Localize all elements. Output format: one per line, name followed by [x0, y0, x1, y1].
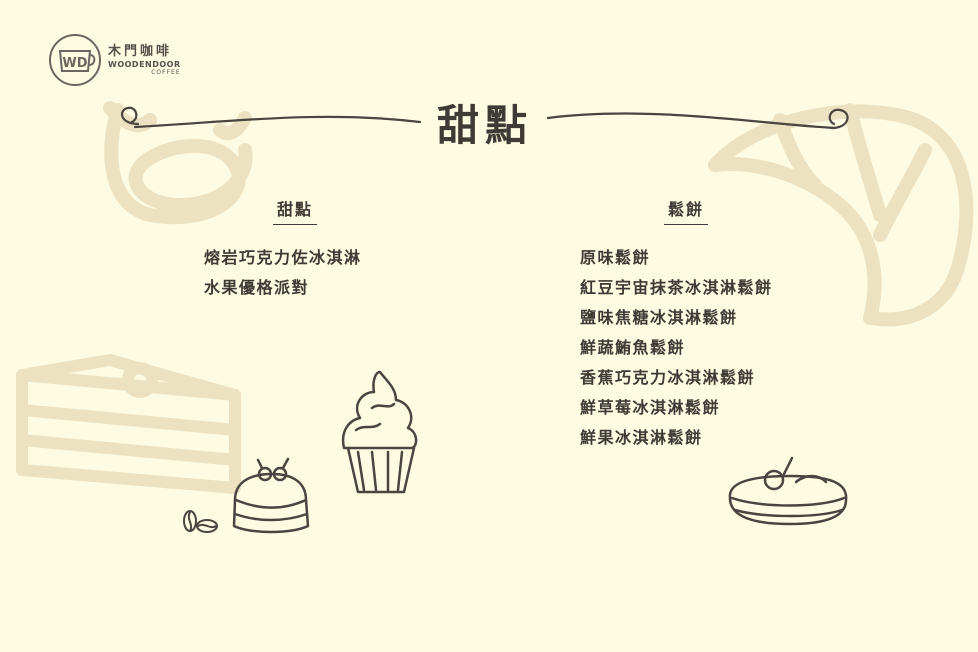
menu-item: 鹽味焦糖冰淇淋鬆餅 — [580, 308, 738, 327]
croissant-icon — [708, 103, 974, 327]
right-swash-icon — [546, 108, 849, 130]
cupcake-icon — [341, 370, 418, 494]
left-swash-icon — [120, 106, 422, 129]
section-waffles: 鬆餅 — [646, 196, 726, 225]
coffee-beans-icon — [183, 510, 218, 533]
menu-item: 鮮蔬鮪魚鬆餅 — [580, 338, 686, 357]
brand-name-cn: 木門咖啡 — [108, 43, 173, 59]
brand-logo: WD 木門咖啡 WOODENDOOR COFFEE — [48, 33, 181, 87]
menu-item: 鮮果冰淇淋鬆餅 — [580, 428, 703, 447]
heading-underline — [664, 224, 708, 225]
page-title: 甜點 — [436, 101, 533, 150]
menu-item: 鮮草莓冰淇淋鬆餅 — [580, 398, 721, 417]
menu-item: 水果優格派對 — [204, 278, 310, 297]
cherry-cake-icon — [232, 457, 310, 534]
cake-slice-icon — [16, 354, 241, 494]
section-desserts: 甜點 — [255, 196, 335, 225]
menu-item: 紅豆宇宙抹茶冰淇淋鬆餅 — [580, 278, 773, 297]
menu-list-waffles: 原味鬆餅 紅豆宇宙抹茶冰淇淋鬆餅 鹽味焦糖冰淇淋鬆餅 鮮蔬鮪魚鬆餅 香蕉巧克力冰… — [580, 243, 773, 453]
menu-item: 熔岩巧克力佐冰淇淋 — [204, 248, 362, 267]
section-heading-desserts: 甜點 — [276, 200, 313, 219]
logo-monogram-text: WD — [62, 56, 87, 71]
brand-sub: COFFEE — [151, 68, 181, 76]
brand-name-en: WOODENDOOR — [108, 59, 181, 69]
heading-underline — [273, 224, 317, 225]
menu-item: 香蕉巧克力冰淇淋鬆餅 — [580, 368, 756, 387]
menu-list-desserts: 熔岩巧克力佐冰淇淋 水果優格派對 — [204, 243, 362, 303]
menu-item: 原味鬆餅 — [580, 248, 651, 267]
section-heading-waffles: 鬆餅 — [667, 200, 704, 219]
wd-monogram-icon: WD — [49, 34, 101, 86]
eclair-icon — [728, 456, 848, 526]
